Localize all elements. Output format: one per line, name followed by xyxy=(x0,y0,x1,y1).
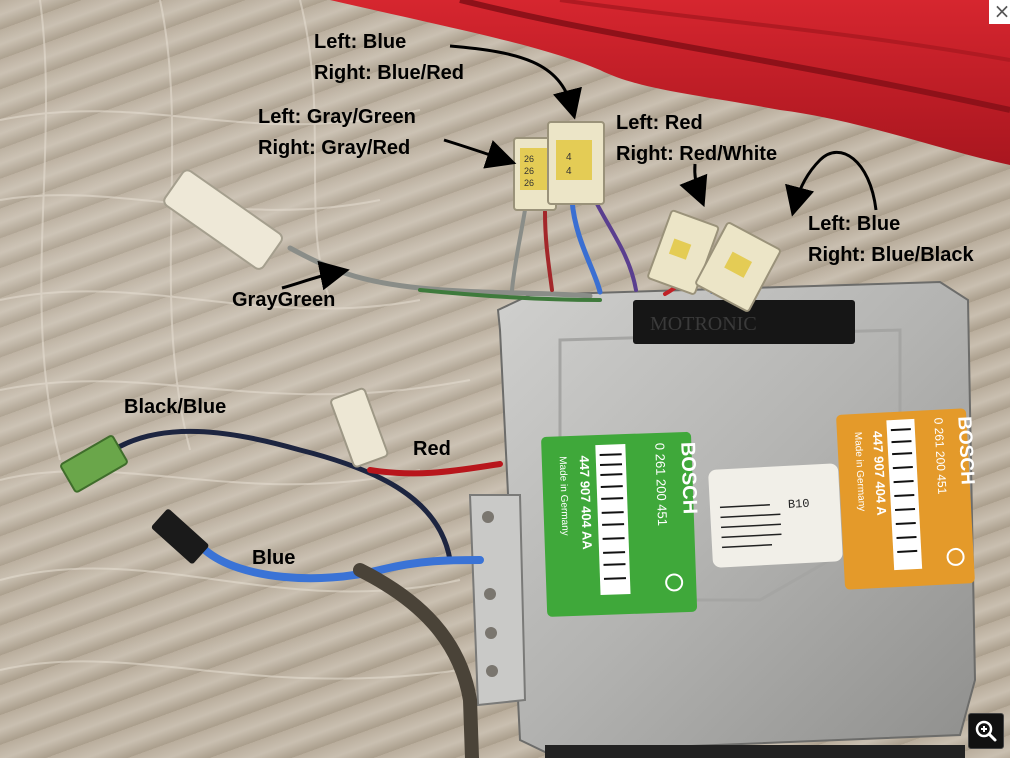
wires xyxy=(107,197,737,758)
svg-text:4: 4 xyxy=(566,166,572,177)
orange-sticker-origin: Made in Germany xyxy=(852,432,867,512)
connector-top-center: 4 4 xyxy=(547,121,605,205)
wire-to-top-center-blue xyxy=(569,197,603,295)
label-line: Left: Blue xyxy=(314,31,407,53)
red-cover-seam-2 xyxy=(559,0,1010,62)
connector-blue-plug xyxy=(151,509,209,564)
arrow-to-red-connector xyxy=(679,163,708,208)
label-connector-red: Left: Red Right: Red/White xyxy=(616,108,777,170)
close-icon: × xyxy=(993,0,1011,23)
orange-bosch-sticker: BOSCH 0 261 200 451 Made in Germany 447 … xyxy=(836,408,978,590)
green-sticker-brand: BOSCH xyxy=(676,442,701,515)
arrow-to-top-center-connector xyxy=(449,44,582,120)
red-cover-seam xyxy=(459,0,1010,113)
label-line: Right: Gray/Red xyxy=(258,137,411,159)
wire-green-strand xyxy=(418,288,602,302)
housing-mark: MOTRONIC xyxy=(650,313,757,335)
label-line: Left: Blue xyxy=(808,213,901,235)
label-wire-blue: Blue xyxy=(252,547,296,569)
arrow-to-right-connector xyxy=(785,150,878,217)
green-sticker-part: 0 261 200 451 xyxy=(652,443,670,527)
close-button[interactable]: × xyxy=(989,0,1015,24)
annotation-arrows xyxy=(281,44,878,291)
zoom-button[interactable] xyxy=(968,713,1004,749)
wire-to-top-left-connector xyxy=(510,208,527,292)
wire-black-blue xyxy=(107,428,453,563)
svg-text:4: 4 xyxy=(566,152,572,163)
white-barcode-sticker: B10 xyxy=(708,463,843,568)
connector-top-left: 26 26 26 xyxy=(513,137,557,211)
orange-sticker-part: 0 261 200 451 xyxy=(931,417,949,495)
label-line: Left: Red xyxy=(616,112,703,134)
label-line: Right: Blue/Red xyxy=(314,62,464,84)
red-cover xyxy=(330,0,1010,165)
green-sticker-number: 447 907 404 AA xyxy=(577,455,595,550)
connector-red-plug xyxy=(330,387,389,468)
label-line: Right: Blue/Black xyxy=(808,244,974,266)
wire-to-top-center-bluered xyxy=(593,198,638,292)
white-sticker-code: B10 xyxy=(788,497,810,512)
green-sticker-origin: Made in Germany xyxy=(557,456,571,536)
svg-text:26: 26 xyxy=(524,154,534,164)
wire-blue xyxy=(201,546,484,583)
label-wire-graygreen: GrayGreen xyxy=(232,289,336,311)
wire-harness xyxy=(353,563,479,758)
orange-sticker-number: 447 907 404 A xyxy=(870,430,889,516)
svg-text:26: 26 xyxy=(524,166,534,176)
svg-text:26: 26 xyxy=(524,178,534,188)
orange-sticker-brand: BOSCH xyxy=(953,416,978,486)
label-line: Left: Gray/Green xyxy=(258,106,416,128)
wire-to-top-left-connector-red xyxy=(543,210,554,292)
magnifier-plus-icon xyxy=(975,720,997,742)
label-connector-left: Left: Gray/Green Right: Gray/Red xyxy=(258,102,416,164)
connector-graygreen-plug xyxy=(163,169,283,270)
label-line: Right: Red/White xyxy=(616,143,778,165)
label-connector-top-center: Left: Blue Right: Blue/Red xyxy=(314,27,464,89)
label-wire-black-blue: Black/Blue xyxy=(124,396,227,418)
arrow-to-graygreen-wire xyxy=(281,260,350,291)
green-bosch-sticker: BOSCH 0 261 200 451 Made in Germany 447 … xyxy=(541,431,701,617)
label-wire-red: Red xyxy=(413,438,451,460)
connector-black-blue-plug xyxy=(60,435,128,493)
arrow-to-top-left-connector xyxy=(443,138,517,169)
connector-blue-black xyxy=(695,222,781,312)
wire-red xyxy=(367,461,503,477)
label-connector-right: Left: Blue Right: Blue/Black xyxy=(808,209,974,271)
